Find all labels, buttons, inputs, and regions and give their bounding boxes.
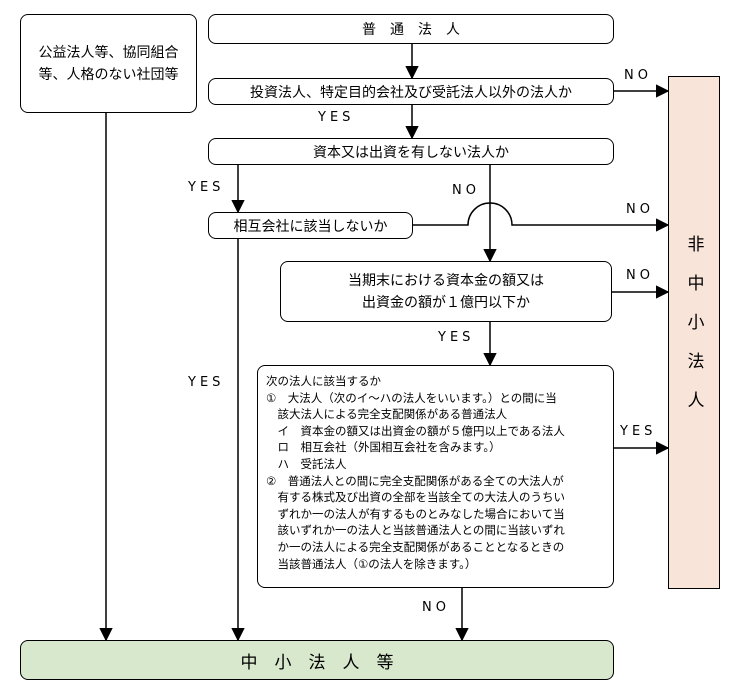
detail-line: ロ 相互会社（外国相互会社を含みます。） — [266, 440, 501, 455]
ordinary-corp-box: 普 通 法 人 — [208, 14, 614, 44]
detail-line: ハ 受託法人 — [266, 456, 347, 471]
sme-box: 中 小 法 人 等 — [20, 640, 614, 680]
label-no-mutual: NO — [626, 202, 654, 217]
capital-question-line2: 出資金の額が１億円以下か — [362, 294, 530, 311]
ordinary-corp-text: 普 通 法 人 — [362, 22, 460, 38]
detail-line: 当該普通法人（①の法人を除きます。） — [266, 556, 477, 571]
mutual-question-text: 相互会社に該当しないか — [233, 218, 388, 235]
detail-line: か一の法人による完全支配関係があることとなるときの — [266, 539, 565, 554]
capital-question-box: 当期末における資本金の額又は 出資金の額が１億円以下か — [280, 261, 612, 322]
large-corp-detail-box: 次の法人に該当するか ① 大法人（次のイ～ハの法人をいいます。）との間に当 該大… — [257, 365, 614, 588]
no-capital-question-text: 資本又は出資を有しない法人か — [313, 144, 509, 161]
label-yes-nocapital: YES — [188, 180, 225, 195]
label-no-nocapital: NO — [452, 183, 480, 198]
label-yes-capital: YES — [438, 330, 475, 345]
label-no-capital: NO — [626, 268, 654, 283]
arrow-mutual-no — [413, 202, 670, 232]
label-no-investment: NO — [624, 68, 652, 83]
mutual-question-box: 相互会社に該当しないか — [208, 212, 413, 239]
label-no-detail: NO — [422, 600, 450, 615]
detail-line: 有する株式及び出資の全部を当該全ての大法人のうちい — [266, 490, 565, 505]
non-sme-box: 非中小法人 — [668, 76, 720, 589]
detail-line: 該大法人による完全支配関係がある普通法人 — [266, 407, 508, 422]
investment-question-box: 投資法人、特定目的会社及び受託法人以外の法人か — [208, 78, 614, 105]
detail-line: ② 普通法人との間に完全支配関係がある全ての大法人が — [266, 473, 564, 488]
non-sme-text: 非中小法人 — [683, 235, 704, 430]
label-yes-detail: YES — [620, 424, 657, 439]
public-corp-text: 公益法人等、協同組合等、人格のない社団等 — [38, 44, 179, 83]
investment-question-text: 投資法人、特定目的会社及び受託法人以外の法人か — [250, 84, 572, 101]
detail-line: 該いずれか一の法人と当該普通法人との間に当該いずれ — [266, 523, 565, 538]
detail-line: イ 資本金の額又は出資金の額が５億円以上である法人 — [266, 423, 565, 438]
sme-text: 中 小 法 人 等 — [240, 652, 394, 673]
public-corp-box: 公益法人等、協同組合等、人格のない社団等 — [20, 14, 197, 113]
detail-line: 次の法人に該当するか — [266, 374, 381, 388]
detail-line: ずれか一の法人が有するものとみなした場合において当 — [266, 506, 565, 521]
capital-question-line1: 当期末における資本金の額又は — [348, 272, 544, 289]
label-yes-investment: YES — [318, 110, 355, 125]
no-capital-question-box: 資本又は出資を有しない法人か — [208, 138, 614, 165]
detail-line: ① 大法人（次のイ～ハの法人をいいます。）との間に当 — [266, 390, 557, 405]
label-yes-mutual: YES — [188, 375, 225, 390]
